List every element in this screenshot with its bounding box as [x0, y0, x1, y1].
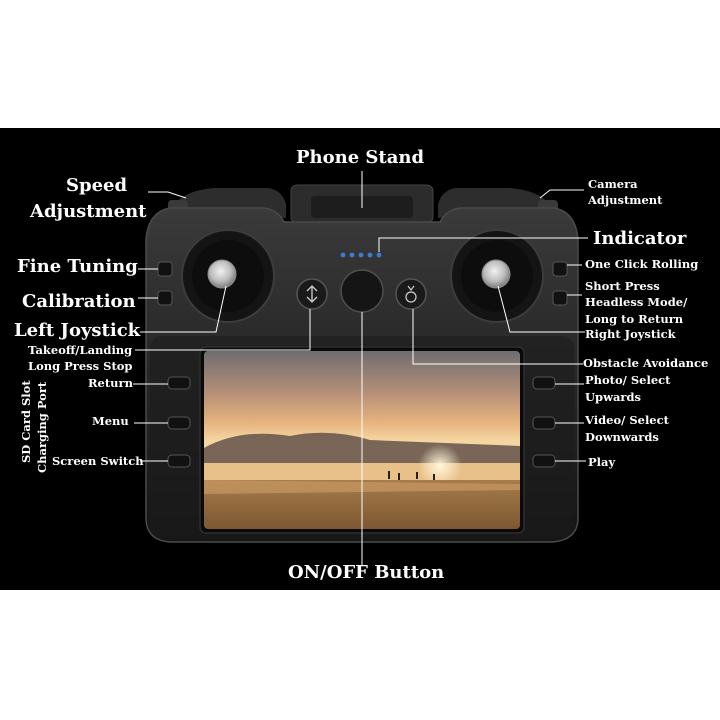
- return-button: [167, 376, 191, 390]
- label-phone-stand: Phone Stand: [296, 147, 425, 168]
- obstacle-avoidance-button: [395, 278, 427, 310]
- label-return: Return: [88, 376, 133, 390]
- label-one-click-rolling: One Click Rolling: [585, 257, 699, 271]
- label-play: Play: [588, 455, 616, 469]
- label-photo-line2: Upwards: [585, 390, 641, 404]
- callout-lines: [133, 171, 588, 565]
- label-long-to-return: Long to Return: [585, 312, 684, 326]
- fine-tuning-button: [157, 261, 173, 277]
- one-click-rolling-button: [552, 261, 568, 277]
- label-video-line2: Downwards: [585, 430, 659, 444]
- right-joystick-graphic: [450, 229, 544, 323]
- label-speed-line2: Adjustment: [30, 201, 147, 222]
- indicator-leds: [340, 252, 382, 258]
- label-photo-line1: Photo/ Select: [585, 373, 671, 387]
- label-menu: Menu: [92, 414, 129, 428]
- label-long-press-stop: Long Press Stop: [28, 359, 133, 373]
- label-speed-line1: Speed: [66, 175, 128, 196]
- controller-illustration: [133, 171, 588, 565]
- label-left-joystick: Left Joystick: [14, 320, 141, 341]
- label-short-press: Short Press: [585, 279, 660, 293]
- label-fine-tuning: Fine Tuning: [17, 256, 138, 277]
- headless-mode-button: [552, 290, 568, 306]
- screen-switch-button: [167, 454, 191, 468]
- calibration-button: [157, 290, 173, 306]
- label-screen-switch: Screen Switch: [52, 454, 144, 468]
- label-charging-port: Charging Port: [35, 381, 49, 473]
- label-camera-line1: Camera: [588, 177, 638, 191]
- play-button: [532, 454, 556, 468]
- label-obstacle-avoidance: Obstacle Avoidance: [583, 356, 709, 370]
- label-headless-mode: Headless Mode/: [585, 295, 688, 309]
- label-video-line1: Video/ Select: [585, 413, 669, 427]
- label-indicator: Indicator: [593, 228, 687, 249]
- label-sd-card-slot: SD Card Slot: [19, 380, 33, 463]
- takeoff-button: [296, 278, 328, 310]
- label-on-off-button: ON/OFF Button: [288, 562, 445, 583]
- left-joystick-graphic: [181, 229, 275, 323]
- label-camera-line2: Adjustment: [588, 193, 663, 207]
- label-calibration: Calibration: [22, 291, 136, 312]
- label-takeoff-landing: Takeoff/Landing: [28, 343, 133, 357]
- menu-button: [167, 416, 191, 430]
- on-off-button: [340, 269, 384, 313]
- photo-button: [532, 376, 556, 390]
- label-right-joystick: Right Joystick: [585, 327, 676, 341]
- video-button: [532, 416, 556, 430]
- diagram-stage: Phone Stand Speed Adjustment Camera Adju…: [0, 128, 720, 590]
